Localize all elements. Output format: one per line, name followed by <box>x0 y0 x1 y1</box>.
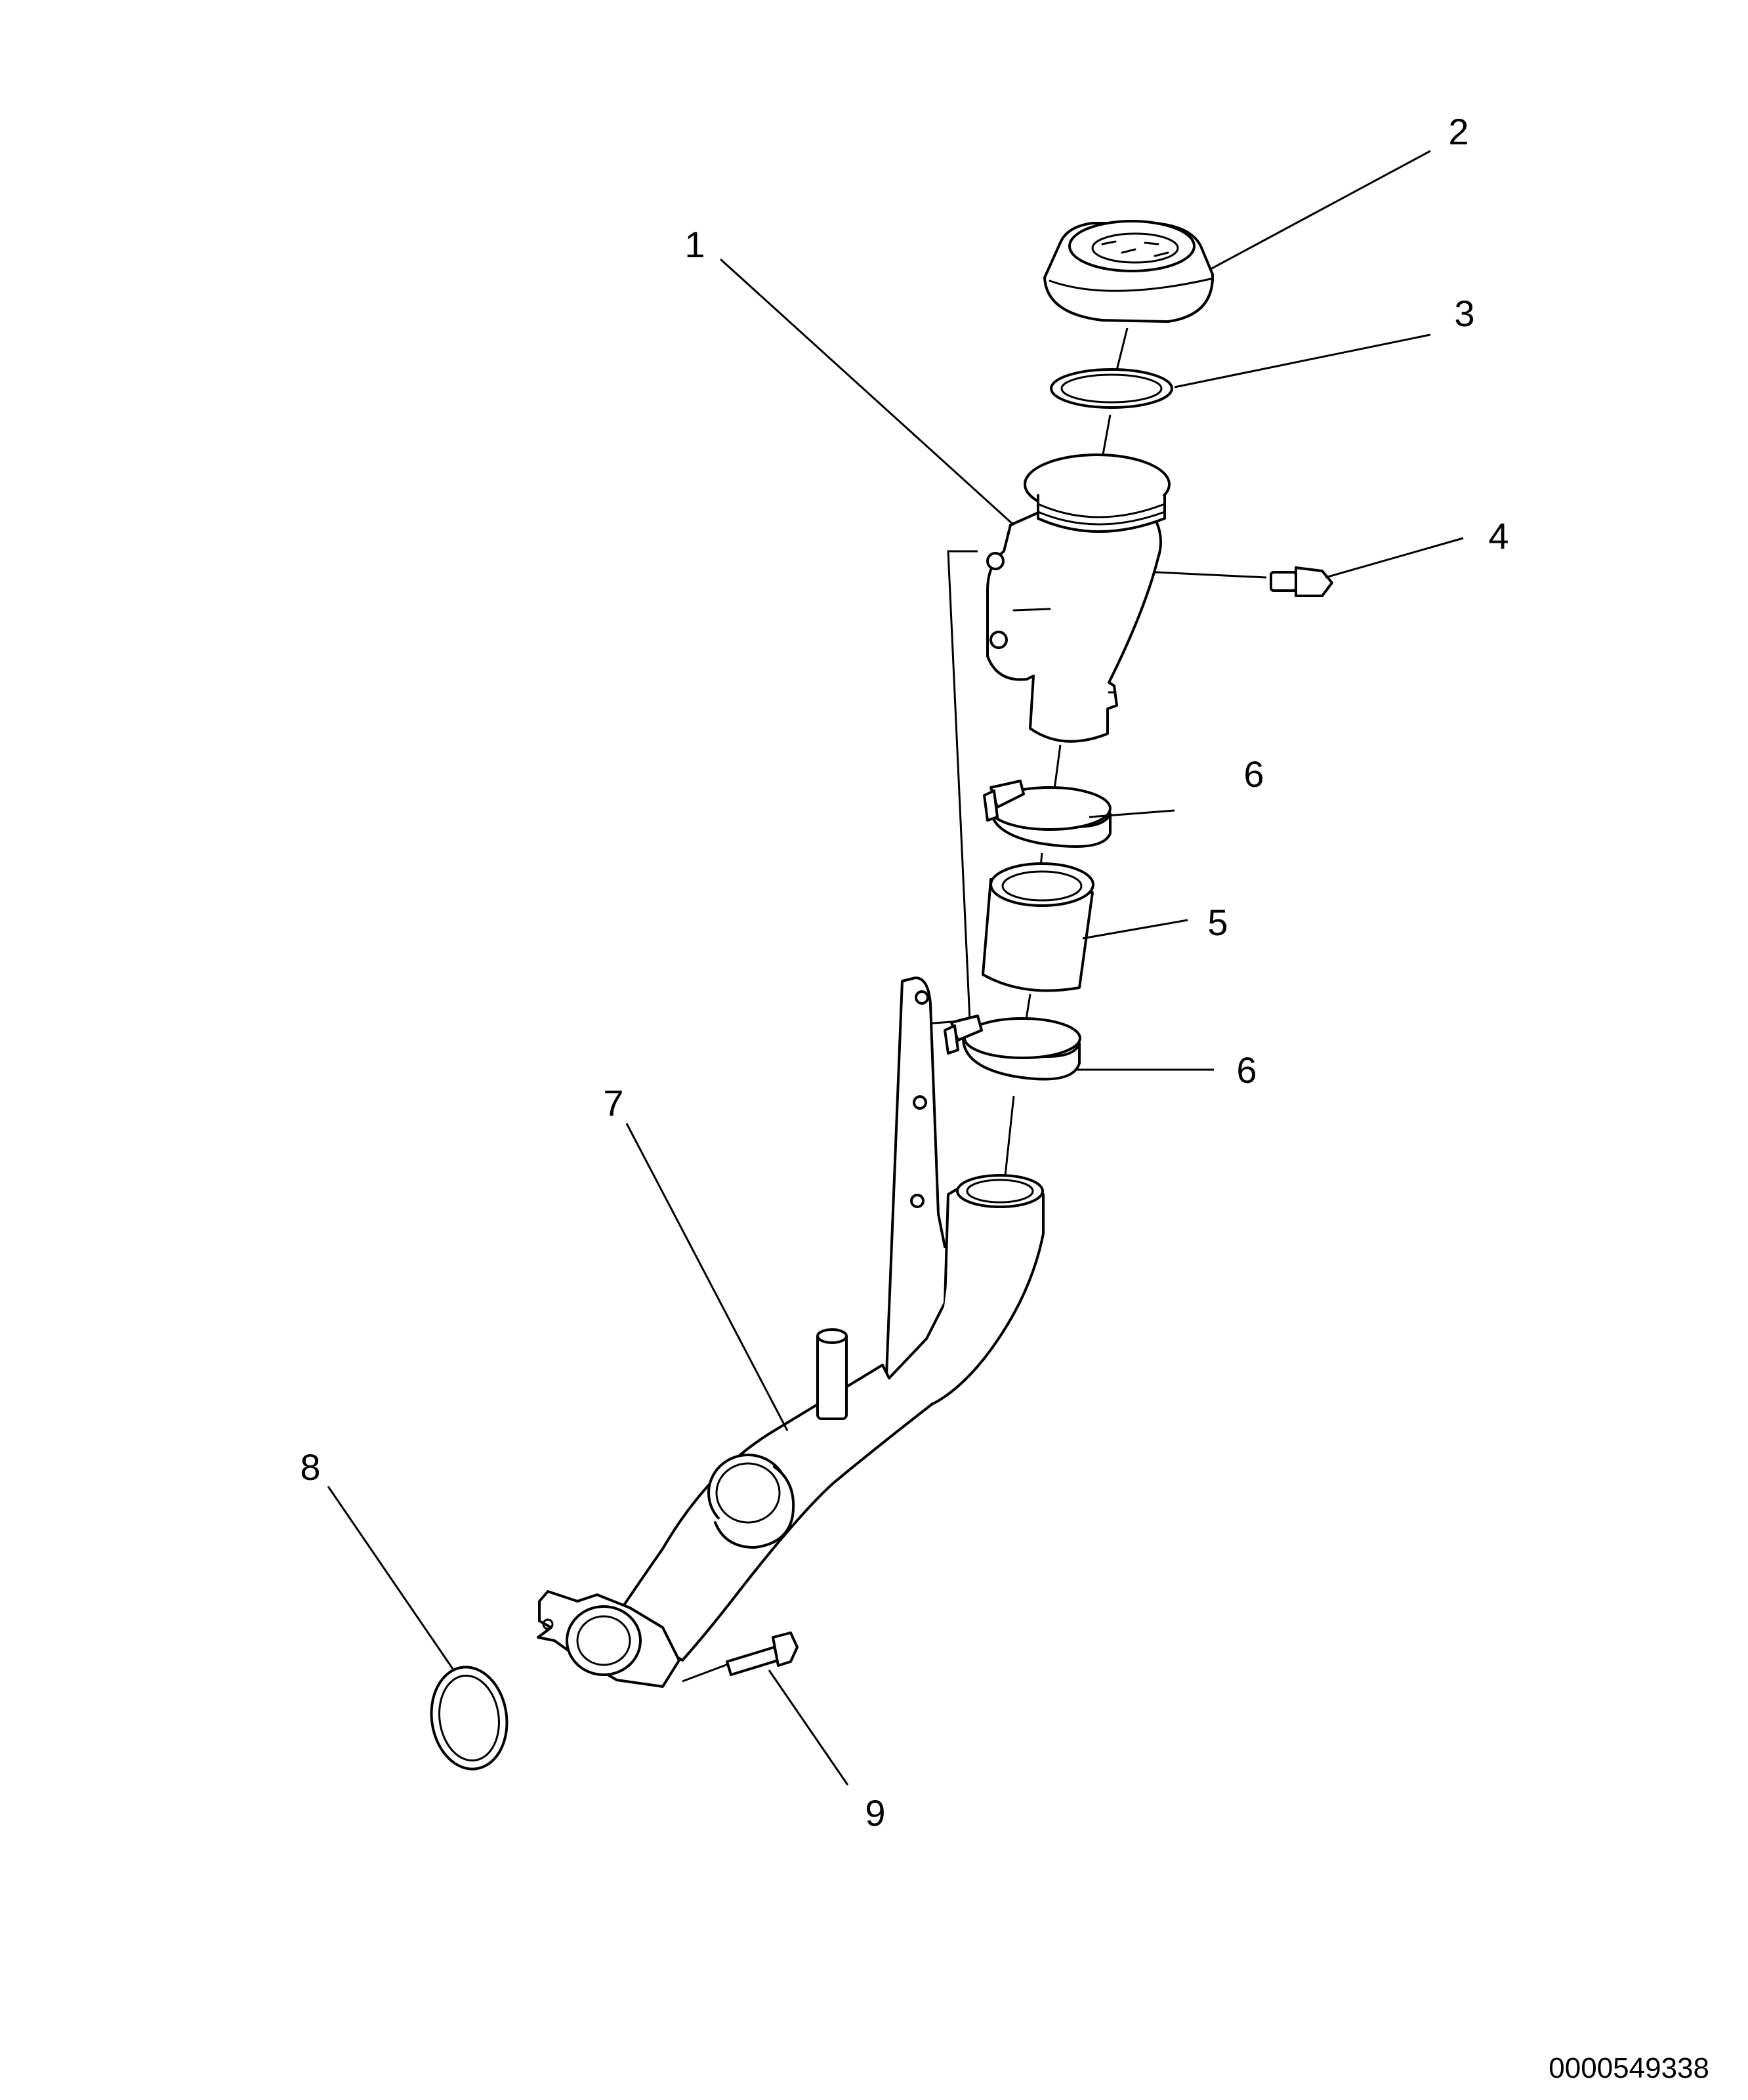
callout-9: 9 <box>865 1792 885 1834</box>
filler-pipe <box>537 976 1045 1688</box>
bracket-bolt <box>1270 566 1333 597</box>
callout-8: 8 <box>300 1446 320 1488</box>
callout-2: 2 <box>1448 111 1468 152</box>
callout-4: 4 <box>1488 515 1509 556</box>
filler-cap <box>1043 220 1215 323</box>
flange-bolt <box>726 1631 799 1676</box>
flange-o-ring <box>430 1666 509 1771</box>
callout-6b: 6 <box>1236 1049 1257 1091</box>
callout-5: 5 <box>1207 902 1228 943</box>
hose-section <box>982 862 1094 992</box>
callout-leaders <box>327 150 1464 1786</box>
hose-clamp-upper <box>983 780 1112 848</box>
callout-labels: 1 2 3 4 5 6 6 7 8 9 <box>300 111 1509 1834</box>
hose-clamp-lower <box>944 1015 1081 1081</box>
document-id: 0000549338 <box>1549 2052 1709 2084</box>
callout-1: 1 <box>684 224 705 265</box>
callout-6a: 6 <box>1243 753 1264 795</box>
filler-neck <box>986 453 1171 743</box>
cap-seal-ring <box>1050 368 1173 409</box>
callout-3: 3 <box>1454 293 1474 334</box>
callout-7: 7 <box>603 1082 623 1124</box>
